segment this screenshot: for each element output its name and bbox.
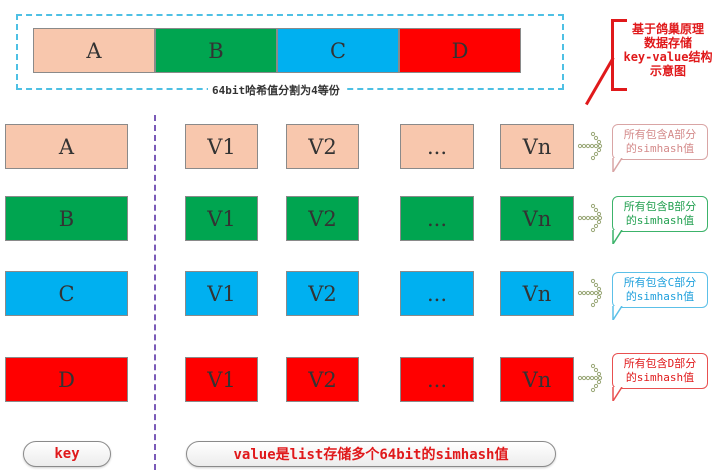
note-line-2: 的simhash值 <box>625 142 695 155</box>
value-box: V1 <box>185 196 258 241</box>
value-label: ... <box>426 281 448 306</box>
key-label: A <box>58 134 75 159</box>
key-box-a: A <box>5 124 128 169</box>
value-label: V1 <box>207 281 236 306</box>
value-label: V2 <box>308 281 337 306</box>
title-line-4: 示意图 <box>649 64 686 78</box>
value-label: ... <box>426 134 448 159</box>
value-label: V2 <box>308 134 337 159</box>
title-line-2: 数据存储 <box>643 36 692 50</box>
dotted-arrow-icon <box>577 131 603 161</box>
dotted-arrow-icon <box>577 278 603 308</box>
note-bubble-a: 所有包含A部分的simhash值 <box>612 124 708 160</box>
note-bubble-b: 所有包含B部分的simhash值 <box>612 196 708 232</box>
value-label: V1 <box>207 134 236 159</box>
bubble-tail <box>612 158 623 172</box>
key-box-b: B <box>5 196 128 241</box>
segment-label: C <box>329 38 347 63</box>
hash-segment-c: C <box>277 28 399 73</box>
key-value-divider <box>154 115 156 470</box>
value-label: ... <box>426 367 448 392</box>
bubble-tail <box>612 306 623 320</box>
legend-value-pill: value是list存储多个64bit的simhash值 <box>186 441 556 467</box>
title-bracket <box>611 19 627 91</box>
hash-split-caption: 64bit哈希值分割为4等份 <box>208 82 344 98</box>
value-box: V1 <box>185 357 258 402</box>
note-line-1: 所有包含C部分 <box>623 276 697 289</box>
key-label: C <box>58 281 75 306</box>
title-line-1: 基于鸽巢原理 <box>631 22 704 36</box>
note-bubble-c: 所有包含C部分的simhash值 <box>612 272 708 308</box>
hash-segment-b: B <box>155 28 277 73</box>
segment-label: B <box>208 38 224 63</box>
value-box: V2 <box>286 357 359 402</box>
key-label: B <box>58 206 75 231</box>
bubble-tail <box>612 387 623 401</box>
value-box: Vn <box>500 357 574 402</box>
value-box: V1 <box>185 124 258 169</box>
bubble-tail <box>612 230 623 244</box>
note-line-2: 的simhash值 <box>625 214 695 227</box>
legend-key-label: key <box>54 446 80 462</box>
dotted-arrow-icon <box>577 363 603 393</box>
value-label: V1 <box>207 367 236 392</box>
segment-label: D <box>451 38 469 63</box>
dotted-arrow-icon <box>577 203 603 233</box>
legend-value-label: value是list存储多个64bit的simhash值 <box>233 447 509 463</box>
value-label: Vn <box>522 281 552 306</box>
value-box: ... <box>400 196 474 241</box>
value-label: Vn <box>522 367 552 392</box>
value-box: V2 <box>286 124 359 169</box>
value-label: Vn <box>522 206 552 231</box>
value-box: Vn <box>500 271 574 316</box>
key-box-c: C <box>5 271 128 316</box>
value-box: Vn <box>500 124 574 169</box>
value-box: ... <box>400 357 474 402</box>
note-line-2: 的simhash值 <box>625 290 695 303</box>
key-label: D <box>58 367 75 392</box>
note-line-1: 所有包含D部分 <box>623 357 697 370</box>
value-box: ... <box>400 124 474 169</box>
note-line-2: 的simhash值 <box>625 371 695 384</box>
value-label: V1 <box>207 206 236 231</box>
hash-segment-a: A <box>33 28 155 73</box>
key-box-d: D <box>5 357 128 402</box>
segment-label: A <box>86 38 102 63</box>
note-line-1: 所有包含A部分 <box>623 128 697 141</box>
legend-key-pill: key <box>23 441 111 467</box>
value-box: V2 <box>286 196 359 241</box>
value-box: V2 <box>286 271 359 316</box>
value-box: ... <box>400 271 474 316</box>
value-label: Vn <box>522 134 552 159</box>
value-box: Vn <box>500 196 574 241</box>
note-line-1: 所有包含B部分 <box>623 200 697 213</box>
hash-segment-d: D <box>399 28 521 73</box>
value-label: V2 <box>308 206 337 231</box>
note-bubble-d: 所有包含D部分的simhash值 <box>612 353 708 389</box>
value-label: V2 <box>308 367 337 392</box>
diagram-title: 基于鸽巢原理 数据存储 key-value结构 示意图 <box>616 22 720 78</box>
value-label: ... <box>426 206 448 231</box>
title-line-3: key-value结构 <box>623 50 713 64</box>
value-box: V1 <box>185 271 258 316</box>
